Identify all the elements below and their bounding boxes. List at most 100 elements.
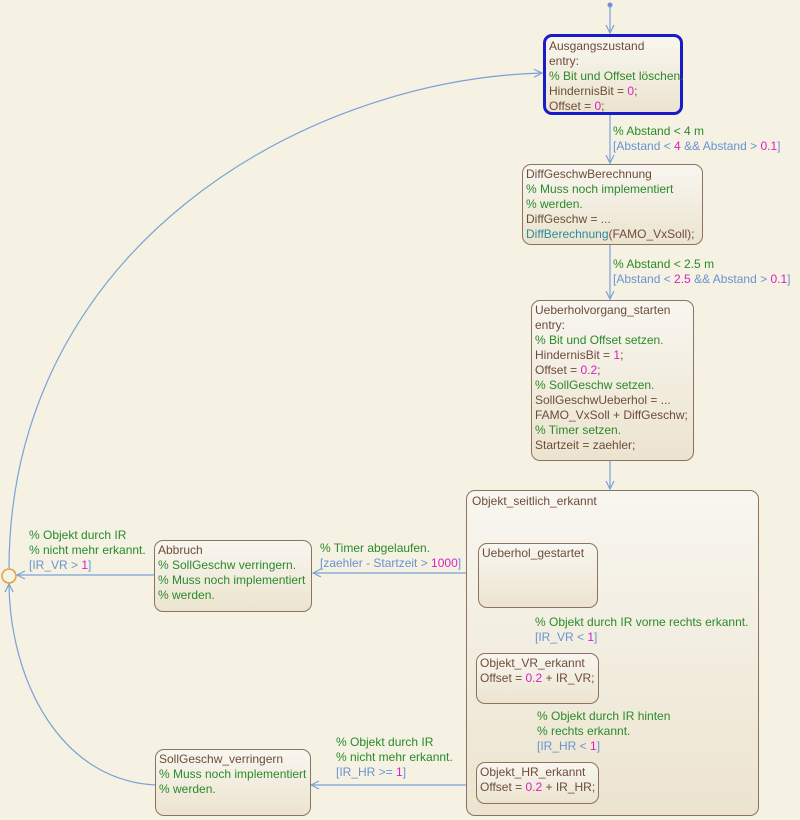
transition-label-ir-vr[interactable]: % Objekt durch IR vorne rechts erkannt.[… [535, 615, 748, 645]
guard-token: ] [457, 556, 462, 570]
text-line: [zaehler - Startzeit > 1000] [320, 556, 461, 571]
comment-token: % werden. [159, 782, 216, 796]
comment-token: % werden. [158, 588, 215, 602]
text-line: Offset = 0; [549, 99, 677, 114]
state-name: Ueberholvorgang_starten [535, 303, 690, 318]
guard-token: [IR_HR < [537, 739, 591, 753]
comment-token: % Objekt durch IR [29, 528, 127, 542]
name-token: Ausgangszustand [549, 39, 645, 53]
code-token: HindernisBit = [535, 348, 614, 362]
guard-token: ] [402, 765, 407, 779]
state-name: Objekt_HR_erkannt [480, 765, 595, 780]
state-name: Ausgangszustand [549, 39, 677, 54]
text-line: entry: [535, 318, 690, 333]
state-name: Ueberhol_gestartet [482, 546, 594, 561]
code-token: Offset = [549, 99, 595, 113]
text-line: Offset = 0.2 + IR_HR; [480, 780, 595, 795]
name-token: Ueberholvorgang_starten [535, 303, 671, 317]
text-line: entry: [549, 54, 677, 69]
text-line: % Muss noch implementiert [158, 573, 308, 588]
text-line: % werden. [159, 782, 307, 797]
text-line: % Muss noch implementiert [159, 767, 307, 782]
name-token: DiffGeschwBerechnung [526, 167, 652, 181]
comment-token: % rechts erkannt. [537, 724, 631, 738]
text-line: HindernisBit = 1; [535, 348, 690, 363]
state-ueberhol-gestartet[interactable]: Ueberhol_gestartet [478, 543, 598, 608]
comment-token: % Muss noch implementiert [526, 182, 674, 196]
guard-token: && Abstand > [690, 272, 771, 286]
text-line: % Objekt durch IR [336, 735, 453, 750]
transition-label-abstand-4[interactable]: % Abstand < 4 m[Abstand < 4 && Abstand >… [613, 124, 781, 154]
name-token: SollGeschw_verringern [159, 752, 284, 766]
num-token: 0.2 [525, 780, 543, 794]
text-line: [IR_VR > 1] [29, 558, 146, 573]
comment-token: % Muss noch implementiert [159, 767, 307, 781]
state-name: SollGeschw_verringern [159, 752, 307, 767]
text-line: [Abstand < 4 && Abstand > 0.1] [613, 139, 781, 154]
state-name: Objekt_VR_erkannt [480, 656, 595, 671]
code-token: (FAMO_VxSoll); [608, 227, 695, 241]
text-line: % nicht mehr erkannt. [29, 543, 146, 558]
name-token: Objekt_VR_erkannt [480, 656, 585, 670]
num-token: 1 [396, 765, 403, 779]
text-line: [IR_HR < 1] [537, 739, 670, 754]
code-token: + IR_VR; [542, 671, 595, 685]
comment-token: % Objekt durch IR vorne rechts erkannt. [535, 615, 749, 629]
num-token: 1 [81, 558, 89, 572]
text-line: [Abstand < 2.5 && Abstand > 0.1] [613, 272, 791, 287]
num-token: 4 [674, 139, 681, 153]
transition-label-ir-vr-nicht[interactable]: % Objekt durch IR% nicht mehr erkannt.[I… [29, 528, 146, 573]
text-line: % Abstand < 2.5 m [613, 257, 791, 272]
text-line: HindernisBit = 0; [549, 84, 677, 99]
comment-token: % SollGeschw verringern. [158, 558, 297, 572]
transition-junction-to-ausgang-wire[interactable] [8, 73, 542, 569]
code-token: Offset = [480, 671, 526, 685]
num-token: 0 [627, 84, 635, 98]
transition-label-timer[interactable]: % Timer abgelaufen.[zaehler - Startzeit … [320, 541, 461, 571]
code-token: entry: [549, 54, 580, 68]
code-token: + IR_HR; [542, 780, 596, 794]
name-token: Objekt_seitlich_erkannt [472, 494, 597, 508]
text-line: % Bit und Offset löschen. [549, 69, 684, 84]
transition-soll-to-junction-wire[interactable] [9, 584, 156, 786]
state-sollgeschw-verringern[interactable]: SollGeschw_verringern% Muss noch impleme… [155, 749, 311, 816]
comment-token: % nicht mehr erkannt. [336, 750, 453, 764]
text-line: [IR_VR < 1] [535, 630, 748, 645]
junction[interactable] [1, 568, 17, 584]
text-line: % rechts erkannt. [537, 724, 670, 739]
text-line: % Objekt durch IR [29, 528, 146, 543]
comment-token: % Timer abgelaufen. [320, 541, 431, 555]
code-token: ; [601, 99, 605, 113]
code-token: Startzeit = zaehler; [535, 438, 636, 452]
text-line: Offset = 0.2 + IR_VR; [480, 671, 595, 686]
code-token: Offset = [535, 363, 581, 377]
text-line: DiffBerechnung(FAMO_VxSoll); [526, 227, 699, 242]
guard-token: [Abstand < [613, 272, 675, 286]
state-abbruch[interactable]: Abbruch% SollGeschw verringern.% Muss no… [154, 540, 312, 612]
name-token: Abbruch [158, 543, 203, 557]
num-token: 2.5 [674, 272, 691, 286]
transition-label-abstand-2-5[interactable]: % Abstand < 2.5 m[Abstand < 2.5 && Absta… [613, 257, 791, 287]
transition-label-ir-hr-nicht[interactable]: % Objekt durch IR% nicht mehr erkannt.[I… [336, 735, 453, 780]
code-token: DiffGeschw = ... [526, 212, 611, 226]
code-token: entry: [535, 318, 566, 332]
comment-token: % Objekt durch IR hinten [537, 709, 671, 723]
num-token: 1 [590, 739, 597, 753]
transition-label-ir-hr[interactable]: % Objekt durch IR hinten% rechts erkannt… [537, 709, 670, 754]
state-diffgeschwberechnung[interactable]: DiffGeschwBerechnung% Muss noch implemen… [522, 164, 703, 245]
guard-token: [IR_VR < [535, 630, 588, 644]
text-line: % werden. [526, 197, 699, 212]
code-token: HindernisBit = [549, 84, 628, 98]
text-line: % Muss noch implementiert [526, 182, 699, 197]
text-line: DiffGeschw = ... [526, 212, 699, 227]
num-token: 0.1 [760, 139, 778, 153]
comment-token: % SollGeschw setzen. [535, 378, 655, 392]
guard-token: ] [594, 630, 598, 644]
text-line: % werden. [158, 588, 308, 603]
text-line: Startzeit = zaehler; [535, 438, 690, 453]
num-token: 1 [587, 630, 595, 644]
